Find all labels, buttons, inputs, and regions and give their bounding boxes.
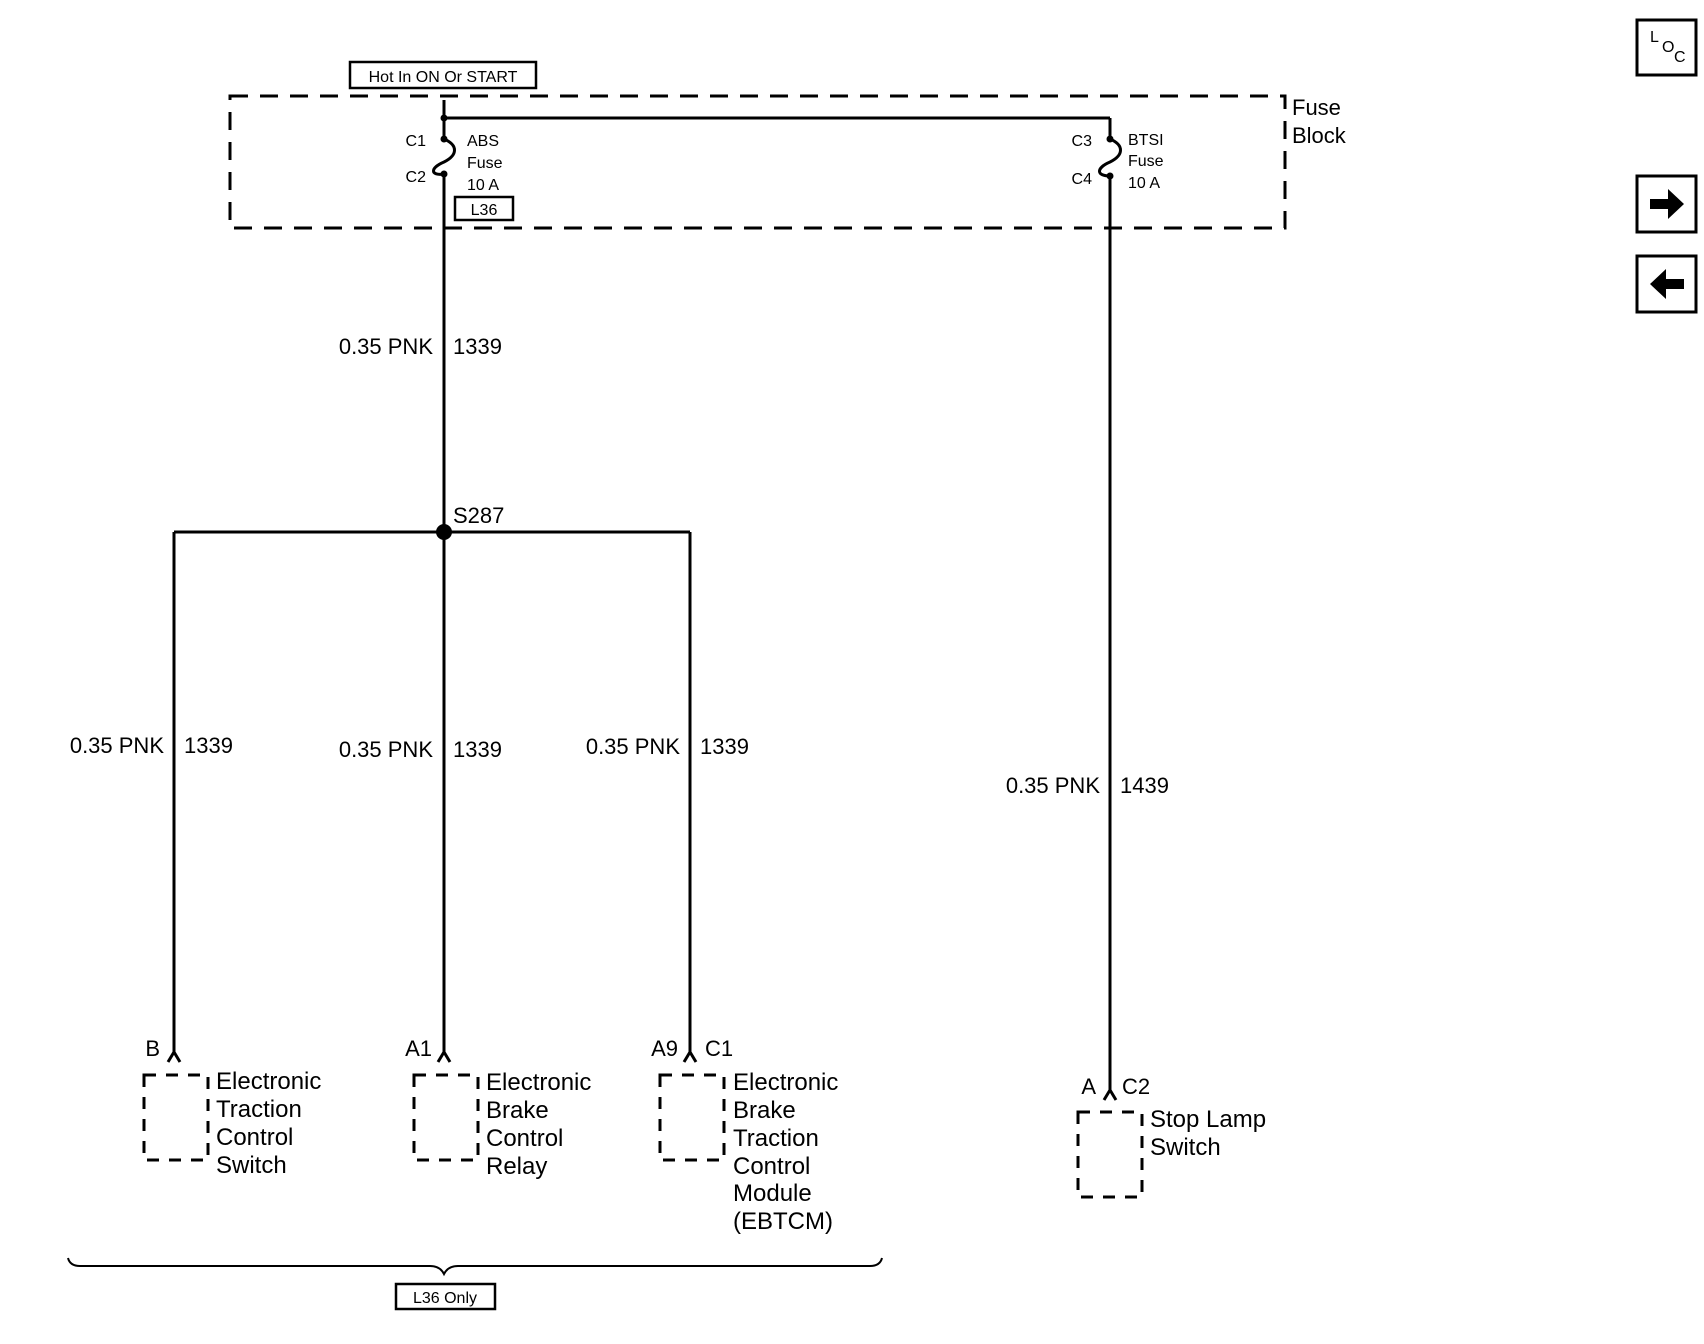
stop-lamp-name-2: Switch	[1150, 1134, 1221, 1161]
ebcr-name-1: Electronic	[486, 1069, 591, 1096]
abs-fuse-element	[432, 137, 456, 176]
abs-fuse-option: L36	[471, 202, 498, 219]
connector-symbol-b	[166, 1049, 182, 1063]
ebtcm-connector-label: C1	[705, 1036, 733, 1061]
btsi-wire-circuit: 1439	[1120, 773, 1169, 798]
btsi-fuse-rating: 10 A	[1128, 175, 1160, 192]
stop-lamp-connector-label: C2	[1122, 1074, 1150, 1099]
btsi-wire-gauge: 0.35 PNK	[1006, 773, 1100, 798]
branch-left-gauge: 0.35 PNK	[70, 733, 164, 758]
stop-lamp-pin-label: A	[1081, 1074, 1096, 1099]
ebtcm-name-5: Module	[733, 1180, 812, 1207]
fuse-block-label-2: Block	[1292, 123, 1347, 148]
ebtcm-name-6: (EBTCM)	[733, 1208, 833, 1235]
btsi-fuse-element	[1098, 137, 1122, 178]
branch-left-circuit: 1339	[184, 733, 233, 758]
stop-lamp-name-1: Stop Lamp	[1150, 1106, 1266, 1133]
branch-right-circuit: 1339	[700, 734, 749, 759]
loc-letter-c: C	[1674, 49, 1686, 66]
main-wire-circuit: 1339	[453, 334, 502, 359]
ebcr-name-4: Relay	[486, 1153, 547, 1180]
ebcr-name-2: Brake	[486, 1097, 549, 1124]
loc-button[interactable]: L O C	[1635, 18, 1698, 77]
stop-lamp-component-box	[1076, 1110, 1144, 1199]
abs-fuse-name: ABS	[467, 133, 499, 150]
ebcr-component-box	[412, 1073, 480, 1162]
main-wire-gauge: 0.35 PNK	[339, 334, 433, 359]
abs-fuse-c1-label: C1	[406, 133, 427, 150]
ebtcm-name-4: Control	[733, 1153, 810, 1180]
etcs-name-3: Control	[216, 1124, 293, 1151]
ebtcm-pin-label: A9	[651, 1036, 678, 1061]
abs-fuse-c2-label: C2	[406, 169, 427, 186]
branch-mid-gauge: 0.35 PNK	[339, 737, 433, 762]
l36-only-label: L36 Only	[413, 1290, 477, 1307]
loc-letter-o: O	[1662, 39, 1674, 56]
fuse-block-outline	[228, 94, 1287, 230]
etcs-name-4: Switch	[216, 1152, 287, 1179]
btsi-fuse-type: Fuse	[1128, 153, 1164, 170]
next-page-button[interactable]	[1635, 174, 1698, 234]
abs-fuse-option-box	[453, 195, 515, 222]
btsi-fuse-c3-label: C3	[1072, 133, 1093, 150]
splice-label: S287	[453, 503, 504, 528]
abs-fuse-rating: 10 A	[467, 177, 499, 194]
power-label-box	[348, 60, 538, 90]
prev-page-button[interactable]	[1635, 254, 1698, 314]
ebtcm-component-box	[658, 1073, 726, 1162]
ebcr-pin-label: A1	[405, 1036, 432, 1061]
abs-fuse-type: Fuse	[467, 155, 503, 172]
loc-letter-l: L	[1650, 29, 1659, 46]
etcs-name-1: Electronic	[216, 1068, 321, 1095]
ebtcm-name-3: Traction	[733, 1125, 819, 1152]
etcs-pin-label: B	[145, 1036, 160, 1061]
ebtcm-name-2: Brake	[733, 1097, 796, 1124]
connector-symbol-a9	[682, 1049, 698, 1063]
l36-only-box	[394, 1282, 497, 1311]
arrow-left-icon	[1650, 269, 1684, 299]
fuse-block-label-1: Fuse	[1292, 95, 1341, 120]
power-label: Hot In ON Or START	[369, 69, 518, 86]
etcs-name-2: Traction	[216, 1096, 302, 1123]
arrow-right-icon	[1650, 189, 1684, 219]
connector-symbol-a	[1102, 1087, 1118, 1101]
l36-only-brace	[67, 1257, 883, 1277]
ebtcm-name-1: Electronic	[733, 1069, 838, 1096]
branch-right-gauge: 0.35 PNK	[586, 734, 680, 759]
ebcr-name-3: Control	[486, 1125, 563, 1152]
etcs-component-box	[142, 1073, 210, 1162]
btsi-fuse-name: BTSI	[1128, 132, 1164, 149]
btsi-fuse-c4-label: C4	[1072, 171, 1093, 188]
connector-symbol-a1	[436, 1049, 452, 1063]
branch-mid-circuit: 1339	[453, 737, 502, 762]
